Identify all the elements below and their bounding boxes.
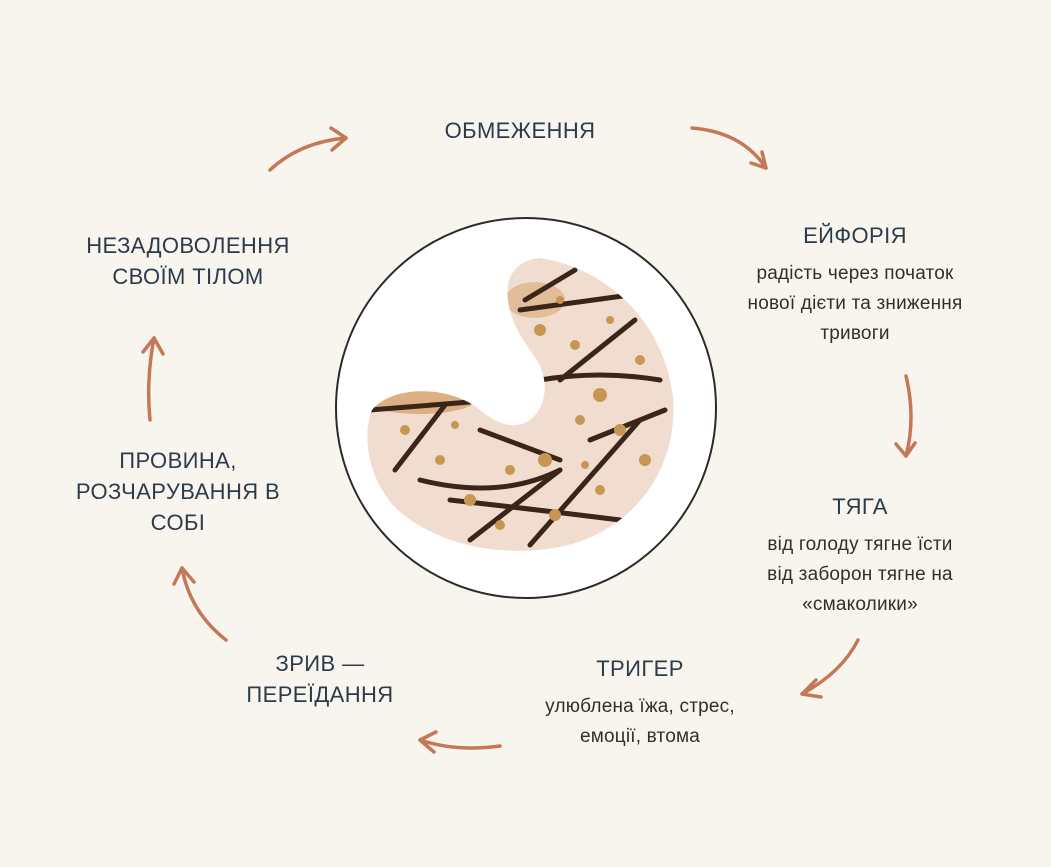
stage-dissatisfaction: НЕЗАДОВОЛЕННЯ СВОЇМ ТІЛОМ	[48, 230, 328, 292]
arrow-restriction-to-euphoria	[690, 126, 768, 170]
arrow-craving-to-trigger	[800, 638, 860, 699]
stage-dissatisfaction-title: НЕЗАДОВОЛЕННЯ СВОЇМ ТІЛОМ	[86, 233, 290, 289]
stage-craving-description: від голоду тягне їсти від заборон тягне …	[767, 534, 953, 615]
stage-binge: ЗРИВ — ПЕРЕЇДАННЯ	[210, 648, 430, 710]
arrow-binge-to-guilt	[172, 566, 228, 642]
donut-icon	[367, 258, 674, 551]
arrow-dissatisfaction-to-restriction	[268, 126, 348, 172]
arrow-guilt-to-dissatisfaction	[141, 336, 165, 422]
stage-euphoria: ЕЙФОРІЯ радість через початок нової дієт…	[705, 220, 1005, 349]
stage-trigger-description: улюблена їжа, стрес, емоції, втома	[545, 696, 735, 747]
stage-restriction-title: ОБМЕЖЕННЯ	[444, 118, 596, 143]
stage-craving: ТЯГА від голоду тягне їсти від заборон т…	[705, 491, 1015, 620]
stage-euphoria-description: радість через початок нової дієти та зни…	[747, 263, 963, 344]
stage-guilt-title: ПРОВИНА, РОЗЧАРУВАННЯ В СОБІ	[75, 448, 281, 535]
arrow-trigger-to-binge	[418, 730, 502, 754]
stage-trigger: ТРИГЕР улюблена їжа, стрес, емоції, втом…	[500, 653, 780, 752]
stage-trigger-title: ТРИГЕР	[596, 656, 684, 681]
stage-restriction: ОБМЕЖЕННЯ	[400, 115, 640, 146]
stage-guilt: ПРОВИНА, РОЗЧАРУВАННЯ В СОБІ	[28, 445, 328, 538]
arrow-euphoria-to-craving	[894, 374, 917, 458]
stage-euphoria-title: ЕЙФОРІЯ	[803, 223, 907, 248]
stage-binge-title: ЗРИВ — ПЕРЕЇДАННЯ	[246, 651, 394, 707]
stage-craving-title: ТЯГА	[832, 494, 888, 519]
